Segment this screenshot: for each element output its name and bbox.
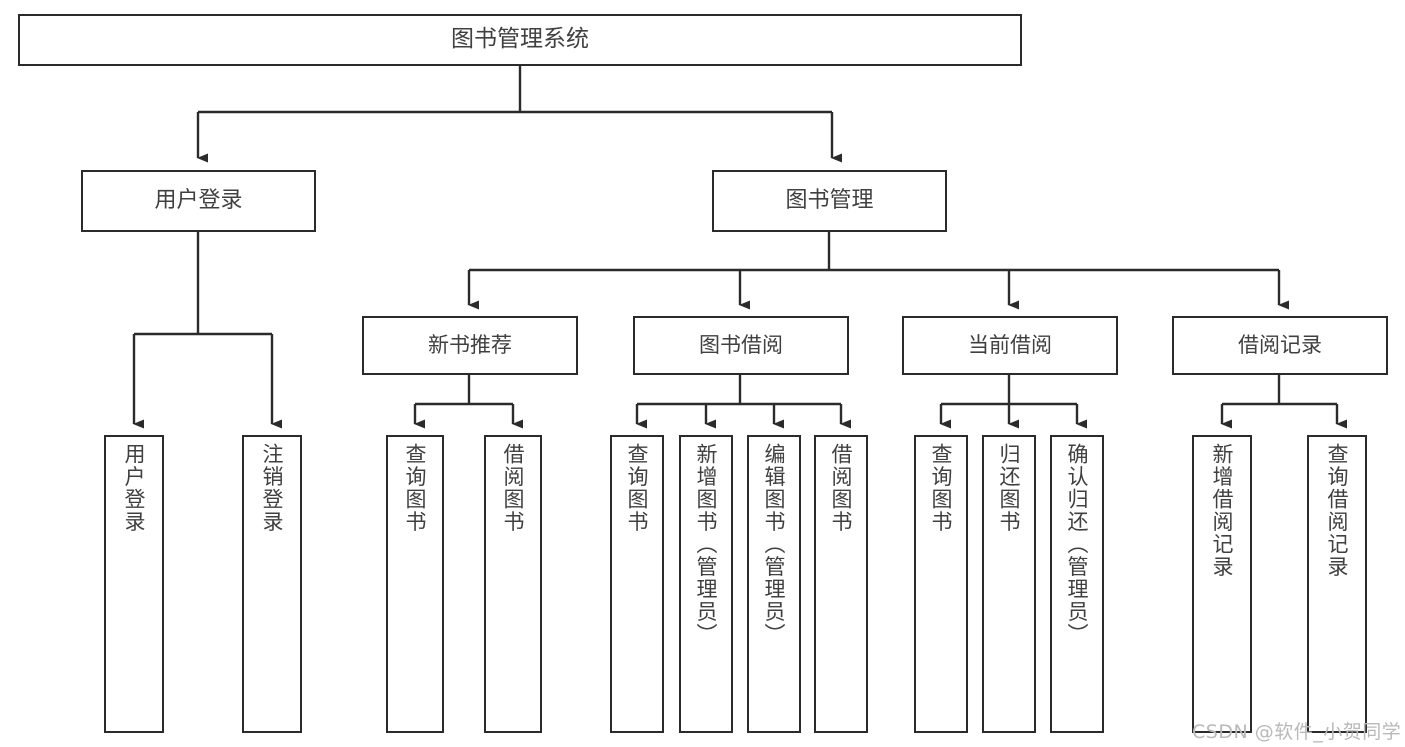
node-root-book-management-system[interactable]: 图书管理系统 [18, 14, 1022, 66]
leaf-add-book-admin[interactable]: 新增图书（管理员） [679, 435, 733, 733]
node-label: 查询图书 [403, 443, 428, 533]
leaf-borrow-book-borrow[interactable]: 借阅图书 [814, 435, 868, 733]
leaf-add-borrow-record[interactable]: 新增借阅记录 [1192, 435, 1252, 733]
node-book-management[interactable]: 图书管理 [712, 170, 947, 232]
node-new-book-recommend[interactable]: 新书推荐 [362, 316, 578, 375]
node-borrow-record[interactable]: 借阅记录 [1172, 316, 1388, 375]
node-label: 借阅记录 [1238, 333, 1322, 358]
node-label: 新增图书（管理员） [694, 443, 719, 646]
node-label: 图书借阅 [699, 333, 783, 358]
node-label: 归还图书 [997, 443, 1022, 533]
leaf-query-book-borrow[interactable]: 查询图书 [610, 435, 664, 733]
node-user-login[interactable]: 用户登录 [81, 170, 316, 232]
leaf-edit-book-admin[interactable]: 编辑图书（管理员） [747, 435, 801, 733]
node-label: 用户登录 [154, 188, 243, 214]
node-current-borrow[interactable]: 当前借阅 [902, 316, 1118, 375]
node-label: 借阅图书 [829, 443, 854, 533]
node-label: 注销登录 [260, 443, 285, 533]
node-label: 图书管理系统 [451, 26, 589, 53]
node-label: 查询借阅记录 [1325, 443, 1350, 578]
node-label: 新书推荐 [428, 333, 512, 358]
node-label: 查询图书 [625, 443, 650, 533]
node-label: 查询图书 [929, 443, 954, 533]
csdn-watermark: CSDN @软件_小贺同学 [1192, 721, 1402, 743]
leaf-logout-login[interactable]: 注销登录 [242, 435, 302, 733]
node-label: 用户登录 [122, 443, 147, 533]
node-label: 图书管理 [785, 188, 874, 214]
node-book-borrow[interactable]: 图书借阅 [633, 316, 849, 375]
leaf-confirm-return-admin[interactable]: 确认归还（管理员） [1050, 435, 1104, 733]
leaf-query-book-current[interactable]: 查询图书 [914, 435, 968, 733]
leaf-user-login[interactable]: 用户登录 [104, 435, 164, 733]
leaf-query-book-recommend[interactable]: 查询图书 [386, 435, 444, 733]
node-label: 确认归还（管理员） [1065, 443, 1090, 646]
node-label: 借阅图书 [501, 443, 526, 533]
leaf-return-book[interactable]: 归还图书 [982, 435, 1036, 733]
leaf-borrow-book-recommend[interactable]: 借阅图书 [484, 435, 542, 733]
node-label: 新增借阅记录 [1210, 443, 1235, 578]
leaf-query-borrow-record[interactable]: 查询借阅记录 [1307, 435, 1367, 733]
node-label: 编辑图书（管理员） [762, 443, 787, 646]
node-label: 当前借阅 [968, 333, 1052, 358]
